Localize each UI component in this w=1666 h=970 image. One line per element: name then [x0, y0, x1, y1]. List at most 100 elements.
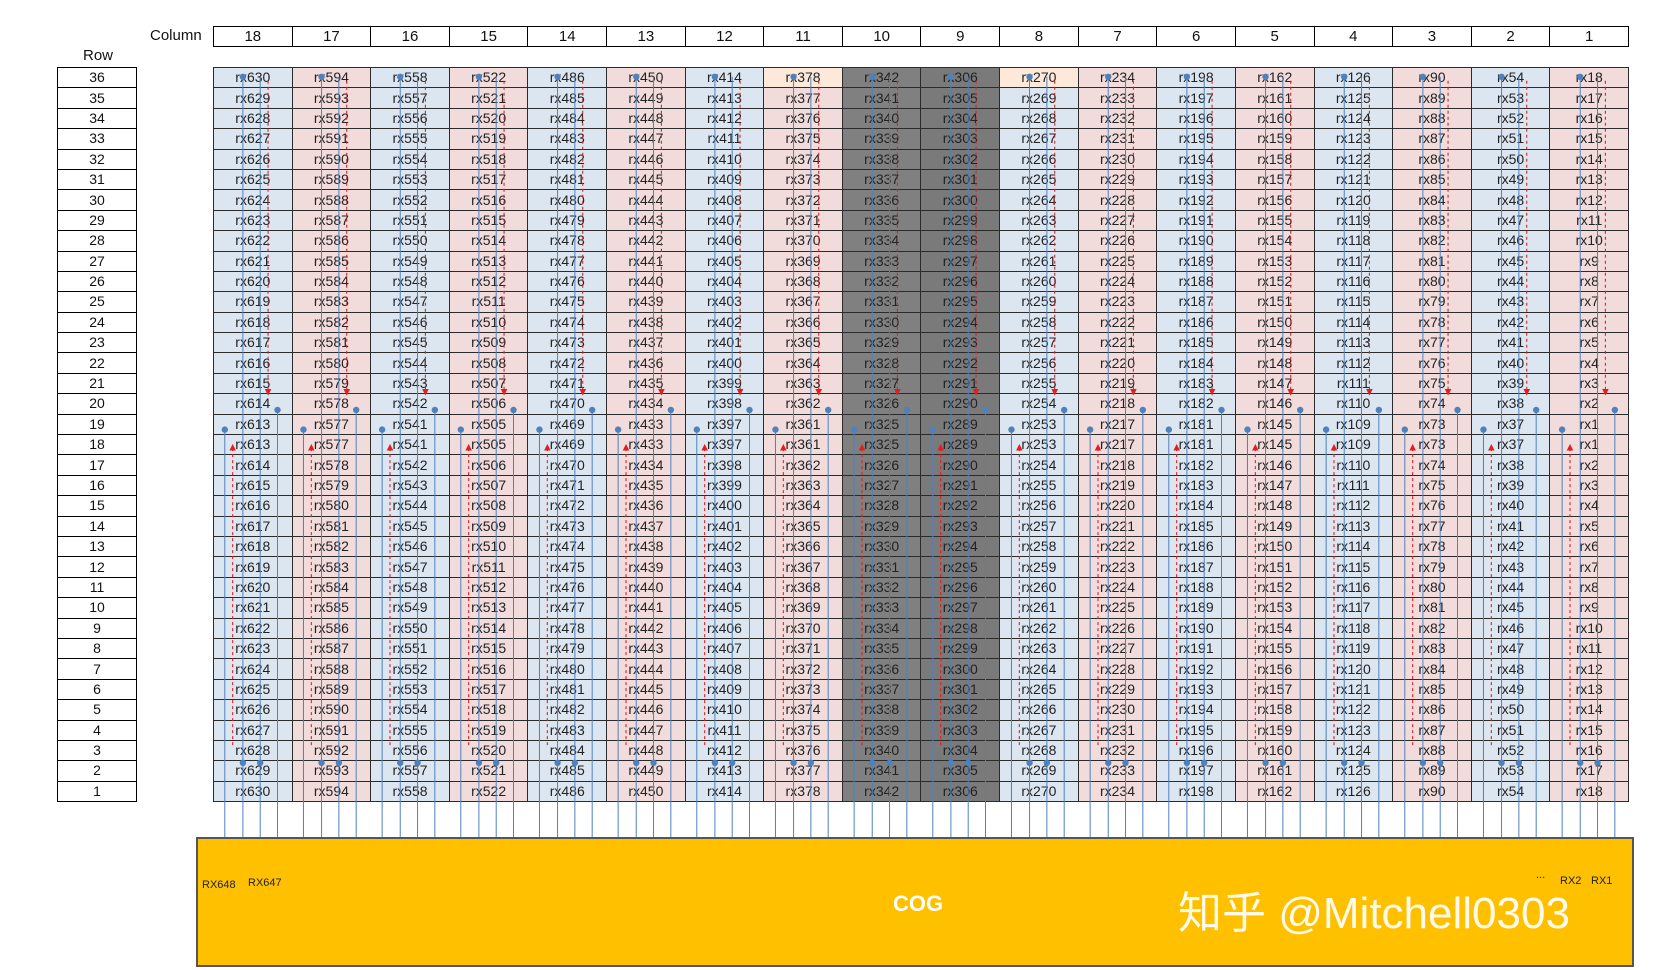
row-header-cell: 24 — [57, 311, 137, 334]
rx-cell: rx232 — [1077, 107, 1158, 130]
rx-cell: rx256 — [999, 352, 1079, 374]
rx-cell: rx269 — [999, 760, 1079, 782]
rx-cell: rx53 — [1470, 760, 1551, 782]
rx-cell: rx43 — [1470, 291, 1551, 313]
rx-cell: rx398 — [684, 393, 765, 415]
rx-cell: rx584 — [291, 270, 372, 293]
rx-cell: rx577 — [291, 434, 372, 456]
rx-cell: rx270 — [999, 780, 1079, 803]
rx-cell: rx624 — [213, 658, 293, 680]
rx-cell: rx405 — [684, 250, 765, 272]
rx-cell: rx401 — [684, 515, 765, 537]
rx-cell: rx409 — [684, 678, 765, 701]
row-header-cell: 31 — [57, 168, 137, 191]
rx-cell: rx615 — [213, 372, 293, 395]
rx-cell: rx298 — [920, 230, 1001, 252]
rx-cell: rx402 — [684, 311, 765, 334]
rx-cell: rx366 — [763, 311, 843, 334]
rx-cell: rx18 — [1549, 66, 1629, 89]
rx-cell: rx626 — [213, 699, 293, 721]
rx-cell: rx585 — [291, 250, 372, 272]
rx-cell: rx228 — [1077, 658, 1158, 680]
rx-cell: rx482 — [527, 699, 608, 721]
rx-cell: rx151 — [1234, 291, 1315, 313]
rx-cell: rx9 — [1549, 597, 1629, 619]
rx-cell: rx437 — [606, 515, 686, 537]
rx-cell: rx231 — [1077, 719, 1158, 741]
rx-cell: rx411 — [684, 128, 765, 150]
rx-cell: rx111 — [1313, 372, 1394, 395]
rx-cell: rx162 — [1234, 780, 1315, 803]
cog-pin-rx1: RX1 — [1591, 875, 1613, 887]
rx-cell: rx579 — [291, 372, 372, 395]
rx-cell: rx363 — [763, 372, 843, 395]
rx-cell: rx408 — [684, 658, 765, 680]
rx-cell: rx75 — [1392, 474, 1472, 497]
rx-cell: rx546 — [370, 535, 450, 558]
rx-cell: rx480 — [527, 189, 608, 211]
rx-cell: rx181 — [1156, 434, 1236, 456]
rx-cell: rx325 — [841, 413, 922, 436]
rx-cell: rx114 — [1313, 311, 1394, 334]
rx-cell: rx4 — [1549, 495, 1629, 517]
rx-cell: rx188 — [1156, 270, 1236, 293]
column-header-cell: 5 — [1234, 26, 1315, 47]
rx-cell: rx542 — [370, 393, 450, 415]
column-header-cell: 18 — [213, 26, 293, 47]
rx-cell: rx306 — [920, 66, 1001, 89]
rx-cell: rx220 — [1077, 495, 1158, 517]
rx-cell: rx338 — [841, 148, 922, 170]
rx-cell: rx267 — [999, 719, 1079, 741]
rx-cell: rx341 — [841, 760, 922, 782]
column-header-cell: 9 — [920, 26, 1001, 47]
rx-cell: rx435 — [606, 372, 686, 395]
rx-cell: rx373 — [763, 168, 843, 191]
rx-cell: rx152 — [1234, 270, 1315, 293]
rx-cell: rx371 — [763, 637, 843, 660]
rx-cell: rx305 — [920, 87, 1001, 109]
rx-cell: rx297 — [920, 250, 1001, 272]
rx-cell: rx261 — [999, 250, 1079, 272]
rx-cell: rx155 — [1234, 209, 1315, 232]
rx-cell: rx293 — [920, 332, 1001, 354]
rx-cell: rx78 — [1392, 311, 1472, 334]
rx-cell: rx185 — [1156, 332, 1236, 354]
rx-cell: rx507 — [448, 372, 529, 395]
rx-cell: rx263 — [999, 209, 1079, 232]
rx-cell: rx449 — [606, 87, 686, 109]
rx-cell: rx182 — [1156, 454, 1236, 476]
rx-cell: rx588 — [291, 189, 372, 211]
row-header-cell: 5 — [57, 699, 137, 721]
rx-cell: rx589 — [291, 168, 372, 191]
rx-cell: rx366 — [763, 535, 843, 558]
rx-cell: rx147 — [1234, 474, 1315, 497]
cog-label: COG — [893, 891, 944, 916]
rx-cell: rx397 — [684, 434, 765, 456]
rx-cell: rx413 — [684, 760, 765, 782]
row-header-cell: 13 — [57, 535, 137, 558]
rx-cell: rx257 — [999, 515, 1079, 537]
rx-cell: rx509 — [448, 515, 529, 537]
rx-cell: rx150 — [1234, 311, 1315, 334]
rx-cell: rx367 — [763, 556, 843, 578]
rx-cell: rx112 — [1313, 352, 1394, 374]
rx-cell: rx367 — [763, 291, 843, 313]
rx-cell: rx480 — [527, 658, 608, 680]
rx-cell: rx625 — [213, 168, 293, 191]
rx-cell: rx149 — [1234, 515, 1315, 537]
rx-cell: rx6 — [1549, 535, 1629, 558]
rx-cell: rx373 — [763, 678, 843, 701]
rx-cell: rx50 — [1470, 148, 1551, 170]
rx-cell: rx268 — [999, 739, 1079, 762]
rx-cell: rx514 — [448, 230, 529, 252]
rx-cell: rx378 — [763, 780, 843, 803]
rx-cell: rx505 — [448, 434, 529, 456]
column-header-cell: 2 — [1470, 26, 1551, 47]
rx-cell: rx409 — [684, 168, 765, 191]
rx-cell: rx14 — [1549, 148, 1629, 170]
rx-cell: rx197 — [1156, 87, 1236, 109]
rx-cell: rx401 — [684, 332, 765, 354]
rx-cell: rx299 — [920, 209, 1001, 232]
